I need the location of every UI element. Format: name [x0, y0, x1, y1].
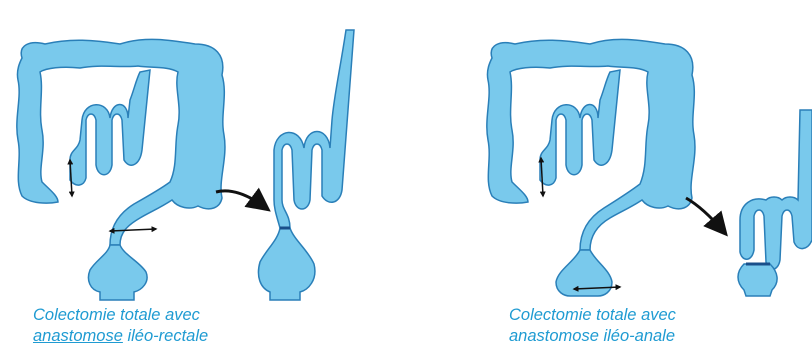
left-caption-line1: Colectomie totale avec — [33, 305, 208, 326]
left-ileum-loops — [70, 70, 150, 185]
right-ileum-loops — [540, 70, 620, 185]
right-colon — [487, 39, 695, 250]
left-caption: Colectomie totale avec anastomose iléo-r… — [33, 305, 208, 347]
left-result-diagram — [258, 30, 354, 300]
right-caption: Colectomie totale avec anastomose iléo-a… — [509, 305, 676, 347]
left-result-rectum — [258, 228, 314, 300]
left-rectum — [88, 245, 147, 300]
left-result-arrow — [216, 191, 266, 208]
left-caption-line2-rest: iléo-rectale — [123, 327, 208, 345]
left-colon-diagram — [17, 39, 225, 300]
right-result-ileum — [740, 110, 812, 269]
left-colon — [17, 39, 225, 245]
right-result-pouch — [738, 264, 777, 296]
right-caption-line2: anastomose iléo-anale — [509, 326, 676, 347]
left-caption-line2: anastomose iléo-rectale — [33, 326, 208, 347]
right-result-diagram — [738, 110, 812, 296]
right-colon-diagram — [487, 39, 695, 296]
right-caption-line1: Colectomie totale avec — [509, 305, 676, 326]
left-result-ileum — [274, 30, 354, 228]
right-result-arrow — [686, 198, 724, 232]
left-caption-underlined-word: anastomose — [33, 327, 123, 345]
